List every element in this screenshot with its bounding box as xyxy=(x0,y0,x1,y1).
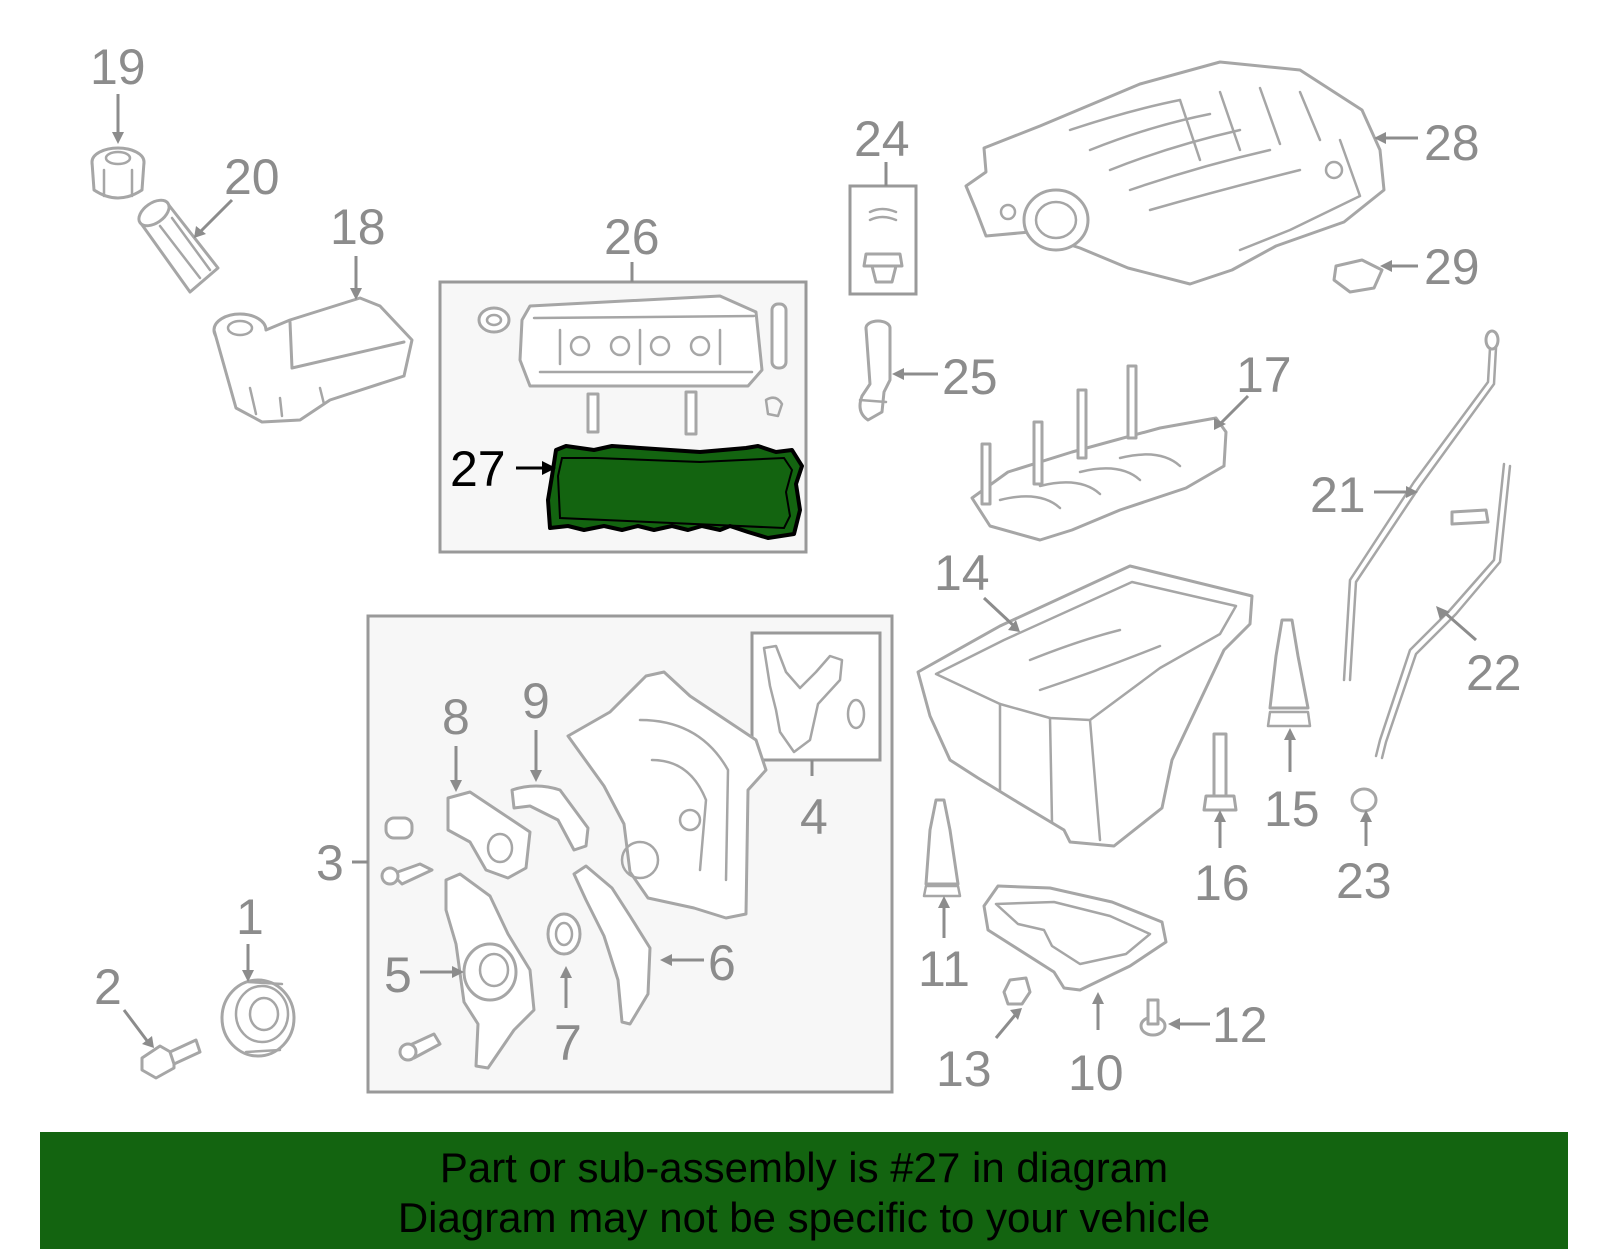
label-19: 19 xyxy=(90,39,146,95)
dipstick-tube-part[interactable] xyxy=(1374,462,1512,760)
label-24: 24 xyxy=(854,111,910,167)
oil-filter-housing-part[interactable] xyxy=(212,296,414,424)
lower-oil-pan-part[interactable] xyxy=(982,884,1168,992)
label-11: 11 xyxy=(918,941,970,997)
label-12: 12 xyxy=(1212,997,1268,1053)
throttle-body-gasket-part[interactable] xyxy=(1332,258,1384,294)
label-10: 10 xyxy=(1068,1045,1124,1101)
label-26: 26 xyxy=(604,209,660,265)
caption-line-1: Part or sub-assembly is #27 in diagram xyxy=(439,1144,1169,1191)
label-18: 18 xyxy=(330,199,386,255)
pulley-bolt-part[interactable] xyxy=(140,1038,202,1080)
bolt-16-part[interactable] xyxy=(1202,732,1238,812)
group-box-4 xyxy=(750,631,882,762)
gasket-9-part[interactable] xyxy=(510,784,590,852)
windage-tray-part[interactable] xyxy=(970,364,1228,542)
label-15: 15 xyxy=(1264,781,1320,837)
label-14: 14 xyxy=(934,545,990,601)
label-1: 1 xyxy=(236,889,264,945)
label-17: 17 xyxy=(1236,347,1292,403)
upper-oil-pan-part[interactable] xyxy=(916,564,1254,848)
thermostat-housing-part[interactable] xyxy=(380,790,532,886)
valve-cover-gasket-inner-edge xyxy=(556,456,794,530)
dipstick-o-ring-part[interactable] xyxy=(1350,787,1378,813)
oil-filter-element-part[interactable] xyxy=(134,195,220,294)
label-8: 8 xyxy=(442,689,470,745)
label-23: 23 xyxy=(1336,853,1392,909)
timing-cover-part[interactable] xyxy=(566,670,768,920)
timing-cover-gasket-part[interactable] xyxy=(572,864,652,1026)
crankshaft-pulley-part[interactable] xyxy=(220,978,296,1058)
sealant-tube-11-part[interactable] xyxy=(922,798,962,898)
callout-labels: 19 20 18 26 27 24 25 28 29 17 21 22 14 1… xyxy=(90,39,1522,1101)
leader-lines xyxy=(112,94,1477,1048)
label-22: 22 xyxy=(1466,645,1522,701)
caption-banner: Part or sub-assembly is #27 in diagram D… xyxy=(40,1132,1568,1249)
label-16: 16 xyxy=(1194,855,1250,911)
label-7: 7 xyxy=(554,1015,582,1071)
oil-filler-tube-part[interactable] xyxy=(858,319,892,422)
label-4: 4 xyxy=(800,789,828,845)
cover-gasket-set-part[interactable] xyxy=(762,644,866,754)
valve-cover-part[interactable] xyxy=(477,294,788,436)
oil-filter-cap-part[interactable] xyxy=(90,146,146,200)
label-5: 5 xyxy=(384,947,412,1003)
label-6: 6 xyxy=(708,935,736,991)
label-2: 2 xyxy=(94,959,122,1015)
label-27[interactable]: 27 xyxy=(450,441,506,497)
label-13: 13 xyxy=(936,1041,992,1097)
intake-manifold-part[interactable] xyxy=(964,60,1386,286)
sealant-tube-15-part[interactable] xyxy=(1266,618,1312,728)
dipstick-part[interactable] xyxy=(1342,329,1500,682)
label-28: 28 xyxy=(1424,115,1480,171)
label-25: 25 xyxy=(942,349,998,405)
label-20: 20 xyxy=(224,149,280,205)
label-9: 9 xyxy=(522,673,550,729)
caption-line-2: Diagram may not be specific to your vehi… xyxy=(397,1194,1211,1241)
stud-12-part[interactable] xyxy=(1139,998,1167,1037)
drain-plug-part[interactable] xyxy=(1002,976,1032,1006)
oil-filler-cap-part[interactable] xyxy=(862,207,904,284)
water-pump-part[interactable] xyxy=(398,872,536,1070)
label-29: 29 xyxy=(1424,239,1480,295)
label-3: 3 xyxy=(316,835,344,891)
label-21: 21 xyxy=(1310,467,1366,523)
group-box-24 xyxy=(848,184,918,296)
valve-cover-gasket-highlight[interactable] xyxy=(546,444,804,540)
front-crank-seal-part[interactable] xyxy=(546,912,582,956)
